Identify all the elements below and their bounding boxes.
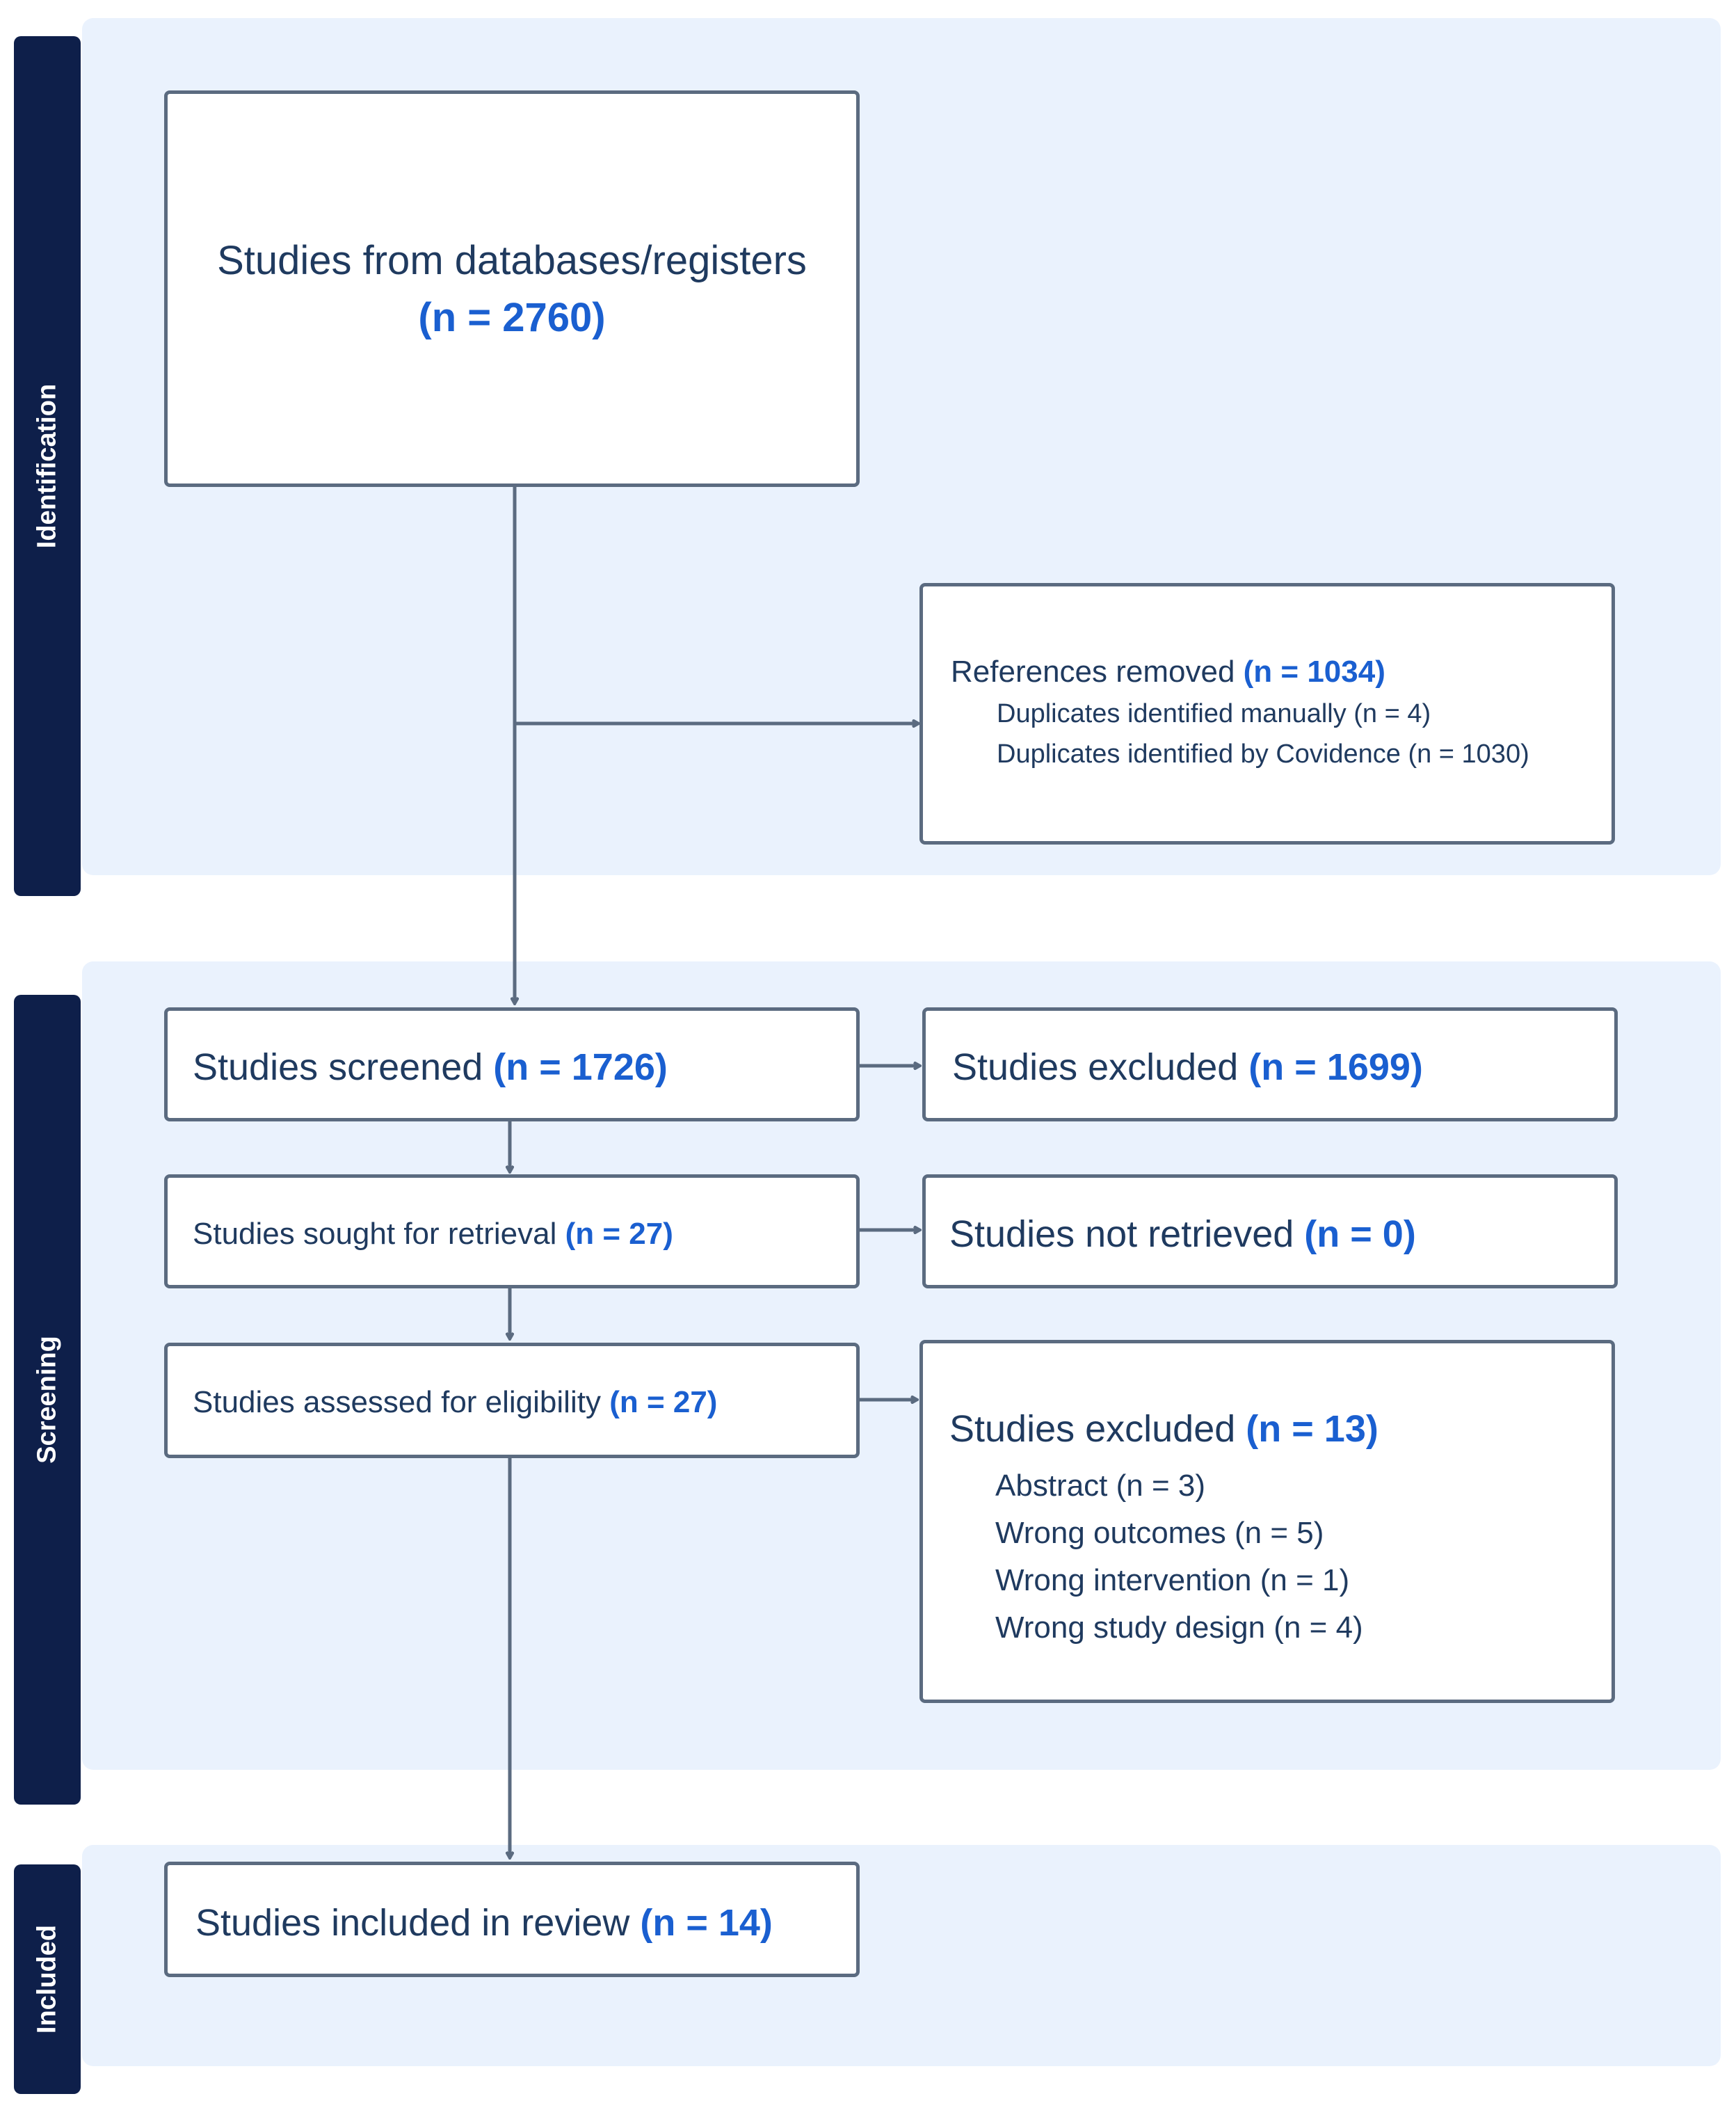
studies-assessed-text: Studies assessed for eligibility (n = 27…	[193, 1385, 717, 1420]
studies-excluded-screening-label: Studies excluded	[952, 1046, 1249, 1088]
studies-excluded-screening-text: Studies excluded (n = 1699)	[952, 1046, 1423, 1089]
studies-not-retrieved-label: Studies not retrieved	[949, 1213, 1305, 1255]
reason-wrong-study-design: Wrong study design (n = 4)	[995, 1611, 1363, 1645]
databases-box: Studies from databases/registers (n = 27…	[164, 90, 860, 487]
databases-count: (n = 2760)	[418, 295, 606, 340]
studies-included-count: (n = 14)	[640, 1902, 773, 1944]
reason-wrong-intervention: Wrong intervention (n = 1)	[995, 1563, 1350, 1597]
studies-excluded-screening-count: (n = 1699)	[1248, 1046, 1423, 1088]
references-removed-count: (n = 1034)	[1243, 655, 1385, 689]
studies-assessed-count: (n = 27)	[609, 1385, 718, 1419]
reason-wrong-outcomes: Wrong outcomes (n = 5)	[995, 1516, 1324, 1550]
studies-excluded-screening-box: Studies excluded (n = 1699)	[922, 1007, 1618, 1121]
references-removed-box: References removed (n = 1034) Duplicates…	[919, 583, 1615, 845]
studies-not-retrieved-count: (n = 0)	[1304, 1213, 1416, 1255]
studies-screened-count: (n = 1726)	[493, 1046, 668, 1088]
studies-assessed-label: Studies assessed for eligibility	[193, 1385, 610, 1419]
included-stage-bar: Included	[14, 1864, 81, 2094]
studies-sought-box: Studies sought for retrieval (n = 27)	[164, 1174, 860, 1288]
references-removed-title: References removed (n = 1034)	[951, 655, 1385, 689]
duplicates-covidence: Duplicates identified by Covidence (n = …	[997, 740, 1529, 769]
studies-excluded-fulltext-box: Studies excluded (n = 13) Abstract (n = …	[919, 1340, 1615, 1703]
studies-included-text: Studies included in review (n = 14)	[195, 1901, 773, 1944]
identification-stage-bar: Identification	[14, 36, 81, 896]
studies-assessed-box: Studies assessed for eligibility (n = 27…	[164, 1343, 860, 1458]
studies-screened-text: Studies screened (n = 1726)	[193, 1046, 668, 1089]
studies-excluded-fulltext-count: (n = 13)	[1246, 1408, 1379, 1450]
reason-abstract: Abstract (n = 3)	[995, 1469, 1206, 1503]
studies-not-retrieved-box: Studies not retrieved (n = 0)	[922, 1174, 1618, 1288]
studies-excluded-fulltext-title: Studies excluded (n = 13)	[949, 1407, 1379, 1450]
databases-label: Studies from databases/registers	[217, 238, 807, 283]
studies-excluded-fulltext-label: Studies excluded	[949, 1408, 1246, 1450]
studies-included-box: Studies included in review (n = 14)	[164, 1862, 860, 1977]
studies-screened-box: Studies screened (n = 1726)	[164, 1007, 860, 1121]
studies-screened-label: Studies screened	[193, 1046, 494, 1088]
studies-sought-text: Studies sought for retrieval (n = 27)	[193, 1217, 673, 1252]
screening-stage-bar: Screening	[14, 995, 81, 1805]
studies-sought-count: (n = 27)	[565, 1217, 673, 1251]
studies-included-label: Studies included in review	[195, 1902, 641, 1944]
duplicates-manual: Duplicates identified manually (n = 4)	[997, 699, 1431, 728]
references-removed-label: References removed	[951, 655, 1244, 689]
studies-sought-label: Studies sought for retrieval	[193, 1217, 565, 1251]
studies-not-retrieved-text: Studies not retrieved (n = 0)	[949, 1213, 1416, 1256]
